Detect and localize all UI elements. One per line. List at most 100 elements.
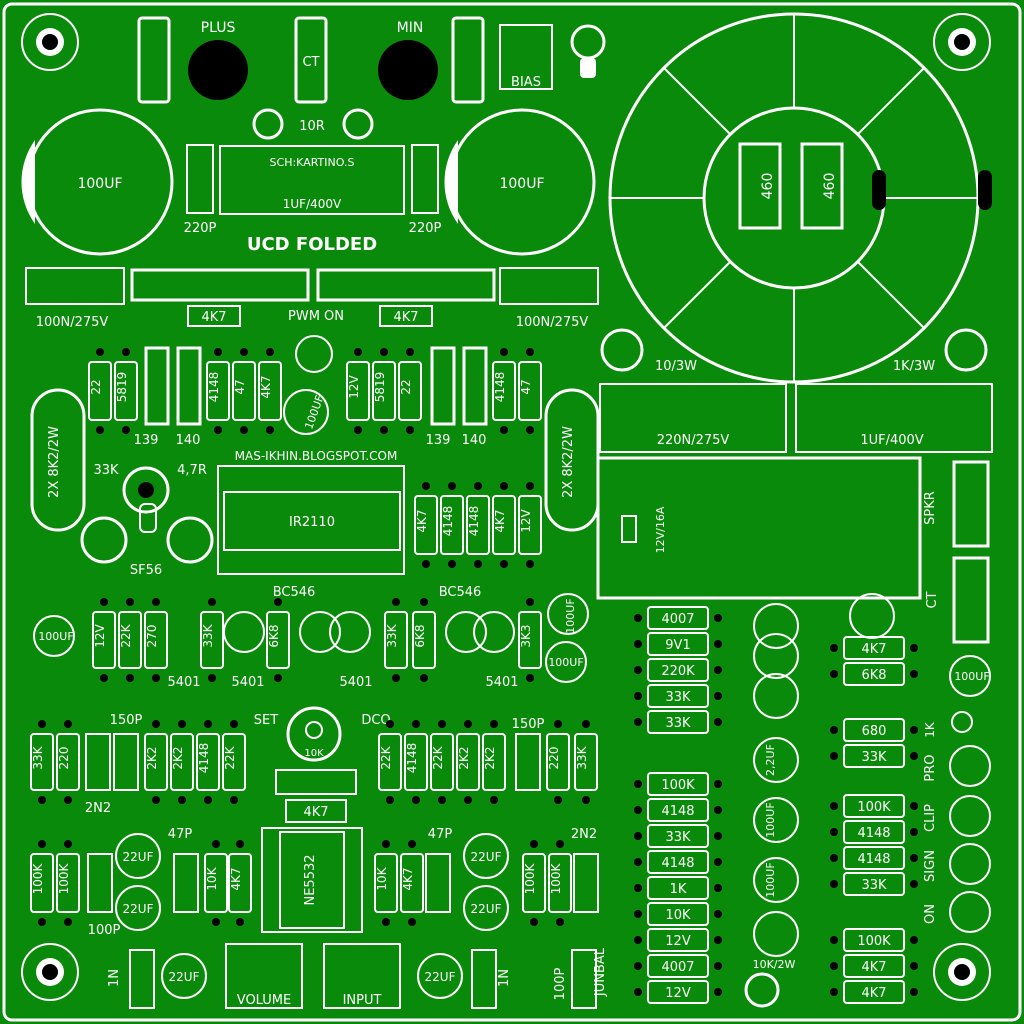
- bottom-cap-22uf-3: [463, 833, 509, 879]
- rc1-r7-label: 33K: [665, 830, 691, 845]
- row5-r4: [266, 611, 290, 669]
- solder-pad: [830, 962, 838, 970]
- pwm-res-left-label: 4K7: [201, 310, 226, 325]
- rc2-r2: [843, 718, 905, 742]
- lower-right-r5: [546, 733, 570, 791]
- solder-pad: [214, 426, 222, 434]
- power-res-right-label: 2X 8K2/2W: [561, 426, 576, 498]
- lower-left-r2-label: 2K2: [145, 746, 159, 769]
- plus-label: PLUS: [201, 20, 236, 36]
- rc2-r7: [843, 872, 905, 896]
- row5-r2: [144, 611, 168, 669]
- bottom-right-r3: [548, 853, 572, 913]
- board-title: UCD FOLDED: [247, 234, 377, 255]
- mid-r1-label: 12V: [347, 374, 361, 398]
- solder-pad: [830, 854, 838, 862]
- lower-left-r1-label: 220: [57, 747, 71, 770]
- solder-pad: [408, 840, 416, 848]
- bottom-cap-22uf-2: [161, 953, 207, 999]
- row5-r1: [118, 611, 142, 669]
- bottom-right-r1-label: 4K7: [401, 867, 415, 890]
- solder-pad: [910, 802, 918, 810]
- bias-label: BIAS: [511, 75, 541, 90]
- solder-pad: [526, 674, 534, 682]
- driver-pad-left: [80, 516, 128, 564]
- row5-r7-label: 3K3: [519, 624, 533, 647]
- solder-pad: [556, 918, 564, 926]
- solder-pad: [212, 840, 220, 848]
- rc1-r8: [647, 850, 709, 874]
- x-cap-right-label: 100N/275V: [516, 315, 589, 330]
- film-cap-mid-label: 1UF/400V: [283, 197, 342, 211]
- solder-pad: [530, 840, 538, 848]
- rc2-r10: [843, 980, 905, 1004]
- left-r5-label: 4K7: [259, 375, 273, 398]
- solder-pad: [236, 840, 244, 848]
- solder-pad: [634, 962, 642, 970]
- lower-right-r4: [482, 733, 506, 791]
- dco-res: [285, 799, 347, 823]
- solder-pad: [556, 840, 564, 848]
- solder-pad: [634, 640, 642, 648]
- ir2110-label: IR2110: [289, 515, 335, 530]
- bootstrap-pot: [122, 466, 170, 514]
- rc1-r5-label: 100K: [661, 778, 695, 793]
- pwm-on-label: PWM ON: [288, 309, 344, 324]
- solder-pad: [464, 796, 472, 804]
- solder-pad: [634, 780, 642, 788]
- solder-pad: [64, 720, 72, 728]
- plus-header: [137, 16, 171, 104]
- solder-pad: [420, 598, 428, 606]
- drv-r4: [518, 495, 542, 555]
- bottom-small-cap-1: [471, 949, 497, 1009]
- solder-pad: [38, 840, 46, 848]
- dco-pot: [286, 706, 342, 762]
- solder-pad: [634, 806, 642, 814]
- ne5532-label: NE5532: [303, 854, 318, 905]
- solder-pad: [236, 918, 244, 926]
- bottom-cap-22uf-4-label: 22UF: [471, 902, 502, 916]
- solder-pad: [490, 720, 498, 728]
- solder-pad: [126, 674, 134, 682]
- solder-pad: [386, 796, 394, 804]
- snub-cap-left: [186, 144, 214, 214]
- x-cap-mid2: [795, 383, 993, 453]
- c47-left-label: 47P: [168, 827, 193, 842]
- c1n-right-label: 1N: [497, 969, 512, 987]
- dco-cap: [275, 769, 357, 795]
- solder-pad: [420, 674, 428, 682]
- rc2-r4: [843, 794, 905, 818]
- rc1-r3: [647, 684, 709, 708]
- solder-pad: [354, 426, 362, 434]
- solder-pad: [634, 692, 642, 700]
- mid-r4-label: 4148: [493, 372, 507, 403]
- rc1-r6-label: 4148: [661, 804, 694, 819]
- solder-pad: [474, 482, 482, 490]
- row5-r0-label: 12V: [93, 623, 107, 647]
- solder-pad: [714, 666, 722, 674]
- c2n2-right-label: 2N2: [571, 827, 597, 842]
- solder-pad: [204, 720, 212, 728]
- lower-left-r2: [144, 733, 168, 791]
- left-r4: [232, 361, 256, 421]
- mid-t1-body: [430, 346, 456, 426]
- solder-pad: [266, 348, 274, 356]
- solder-pad: [240, 426, 248, 434]
- rc1-r13-label: 12V: [665, 986, 691, 1001]
- bottom-left-r2-label: 10K: [205, 866, 219, 890]
- rc2-r6: [843, 846, 905, 870]
- row5-r6: [412, 611, 436, 669]
- input-connector: [323, 943, 401, 1009]
- drv-r2: [466, 495, 490, 555]
- solder-pad: [412, 796, 420, 804]
- relay-coil: [621, 515, 637, 543]
- bulk-cap-left-label: 100UF: [77, 176, 122, 192]
- spkr-label: SPKR: [923, 491, 938, 525]
- rc2-r8-label: 100K: [857, 934, 891, 949]
- k1-pad: [951, 711, 973, 733]
- lower-left-r4-label: 4148: [197, 743, 211, 774]
- rc1-r0-label: 4007: [661, 612, 694, 627]
